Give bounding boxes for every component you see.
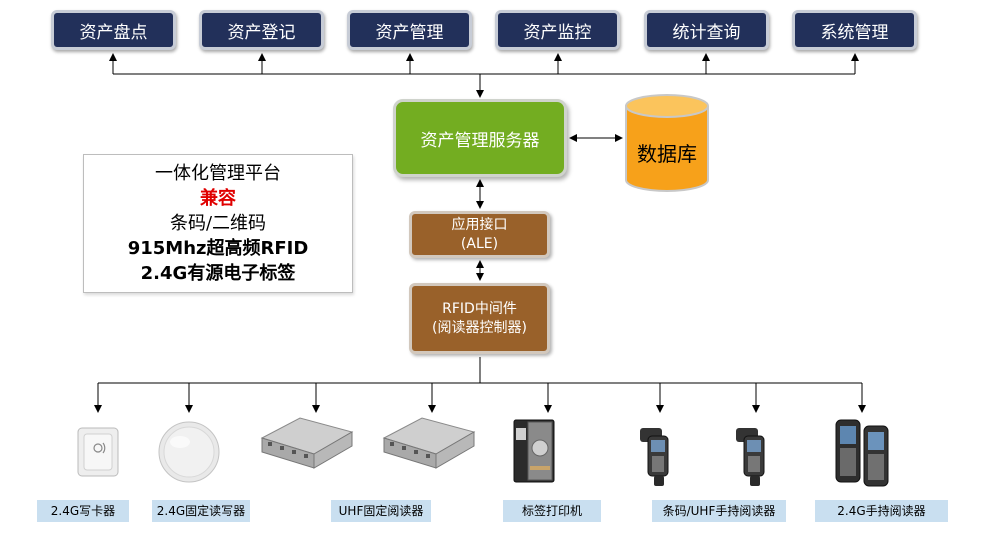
platform-compatible-label: 兼容 (200, 188, 236, 209)
device-label-uhf-fixed-reader: UHF固定阅读器 (331, 500, 431, 522)
device-label-uhf-handheld: 条码/UHF手持阅读器 (652, 500, 786, 522)
device-label-fixed-2-4g-reader: 2.4G固定读写器 (152, 500, 250, 522)
platform-barcode-line: 条码/二维码 (169, 213, 267, 234)
module-button-asset-management[interactable]: 资产管理 (347, 10, 472, 50)
label-printer-icon (513, 419, 555, 483)
database-label: 数据库 (637, 142, 697, 166)
handheld-gun-icon (640, 428, 669, 486)
device-label-label-printer: 标签打印机 (503, 500, 601, 522)
round-reader-icon (158, 421, 220, 483)
database-cylinder-icon (625, 94, 709, 192)
ale-interface-box: 应用接口 (ALE) (409, 211, 550, 258)
middleware-label-line1: RFID中间件 (442, 300, 517, 317)
module-button-asset-registration[interactable]: 资产登记 (199, 10, 324, 50)
server-label: 资产管理服务器 (420, 130, 540, 151)
platform-info-box: 一体化管理平台 兼容 条码/二维码 915Mhz超高频RFID 2.4G有源电子… (83, 154, 353, 293)
ale-label-line1: 应用接口 (451, 216, 508, 233)
platform-active-tag-line: 2.4G有源电子标签 (140, 263, 296, 284)
asset-management-server: 资产管理服务器 (393, 99, 567, 177)
middleware-label-line2: (阅读器控制器) (432, 319, 527, 336)
fixed-reader-icon (260, 417, 354, 469)
platform-uhf-line: 915Mhz超高频RFID (127, 238, 309, 259)
handheld-pda-icon (835, 419, 889, 487)
module-button-system-management[interactable]: 系统管理 (792, 10, 917, 50)
device-label-2-4g-handheld: 2.4G手持阅读器 (815, 500, 948, 522)
device-label-card-writer: 2.4G写卡器 (37, 500, 129, 522)
handheld-gun-icon (736, 428, 765, 486)
module-button-asset-inventory[interactable]: 资产盘点 (51, 10, 176, 50)
platform-title: 一体化管理平台 (155, 163, 281, 184)
module-button-statistics-query[interactable]: 统计查询 (644, 10, 769, 50)
rfid-middleware-box: RFID中间件 (阅读器控制器) (409, 283, 550, 354)
card-writer-icon (77, 427, 119, 477)
fixed-reader-icon (382, 417, 476, 469)
module-button-asset-monitoring[interactable]: 资产监控 (495, 10, 620, 50)
ale-label-line2: (ALE) (460, 235, 499, 252)
